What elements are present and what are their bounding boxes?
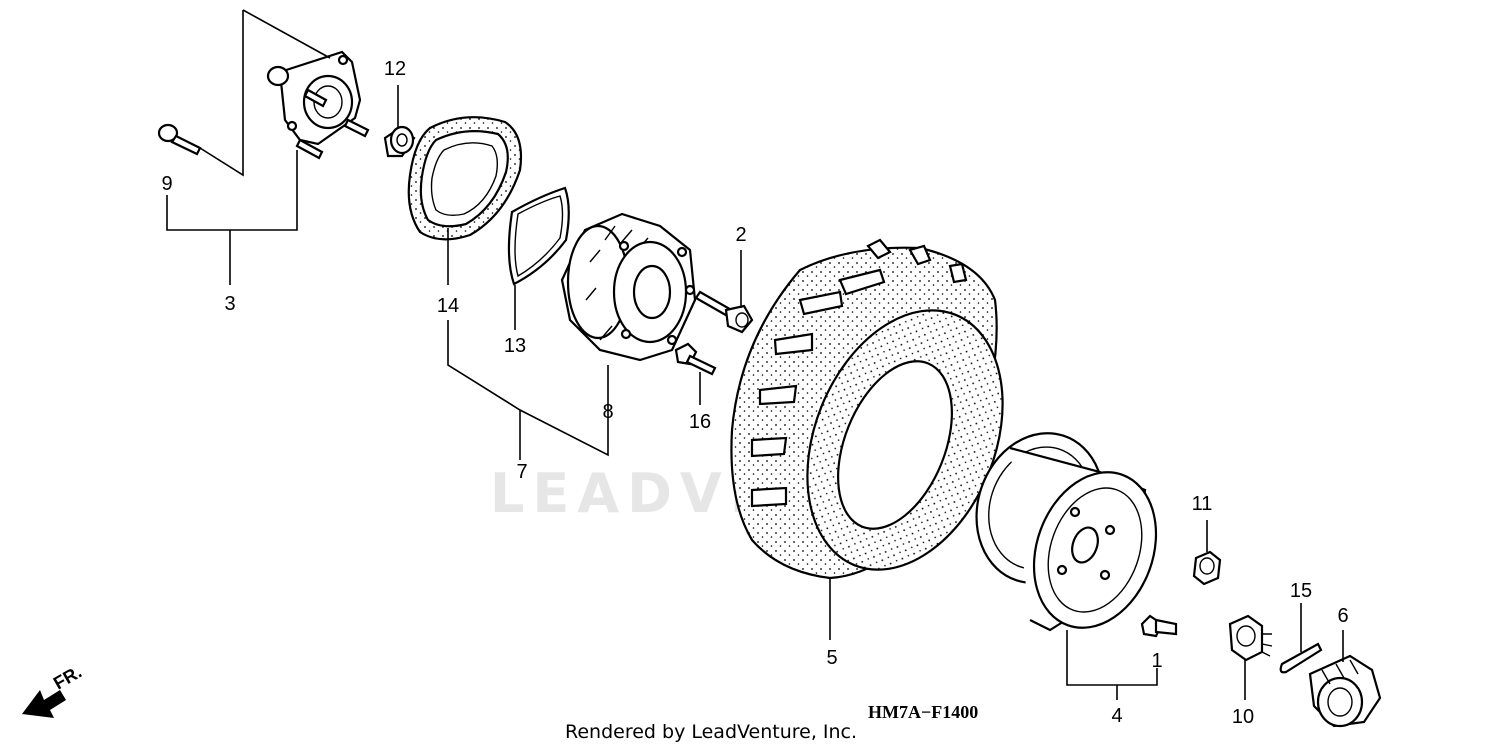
nut-11[interactable]: [1192, 550, 1222, 586]
rim-4[interactable]: [958, 417, 1177, 645]
callout-3[interactable]: 3: [224, 293, 235, 315]
tire-5[interactable]: [730, 238, 1039, 599]
bolt-16[interactable]: [674, 342, 717, 376]
callouts: 12 9 3 14 13 8 7 2 16 5 4 1 11 10 15 6: [161, 58, 1348, 728]
callout-16[interactable]: 16: [689, 411, 711, 433]
callout-4[interactable]: 4: [1111, 705, 1122, 727]
valve-1[interactable]: [1140, 614, 1178, 638]
callout-15[interactable]: 15: [1290, 580, 1312, 602]
callout-14[interactable]: 14: [437, 295, 459, 317]
callout-11[interactable]: 11: [1192, 493, 1213, 515]
callout-6[interactable]: 6: [1337, 605, 1348, 627]
front-direction-arrow: FR.: [22, 662, 85, 718]
o-ring-13[interactable]: [507, 186, 570, 286]
callout-2[interactable]: 2: [735, 224, 746, 246]
callout-9[interactable]: 9: [161, 173, 172, 195]
diagram-code: HM7A−F1400: [868, 702, 978, 722]
direction-label: FR.: [50, 662, 85, 694]
bearing-12[interactable]: [383, 125, 416, 158]
arrow-icon: [22, 690, 66, 718]
cap-6[interactable]: [1308, 654, 1382, 728]
bolt-9[interactable]: [157, 123, 202, 156]
callout-12[interactable]: 12: [384, 58, 406, 80]
pin-15[interactable]: [1279, 642, 1323, 674]
callout-10[interactable]: 10: [1232, 706, 1254, 728]
render-credit: Rendered by LeadVenture, Inc.: [565, 721, 857, 743]
nut-10[interactable]: [1228, 614, 1273, 662]
callout-7[interactable]: 7: [516, 461, 527, 483]
drum-8[interactable]: [560, 212, 697, 362]
callout-13[interactable]: 13: [504, 335, 526, 357]
hub-3[interactable]: [266, 50, 370, 160]
seal-14[interactable]: [407, 116, 523, 241]
bolt-2[interactable]: [694, 290, 754, 334]
callout-1[interactable]: 1: [1151, 650, 1162, 672]
callout-5[interactable]: 5: [826, 647, 837, 669]
leader-lines: [166, 9, 1344, 700]
callout-8[interactable]: 8: [602, 401, 613, 423]
